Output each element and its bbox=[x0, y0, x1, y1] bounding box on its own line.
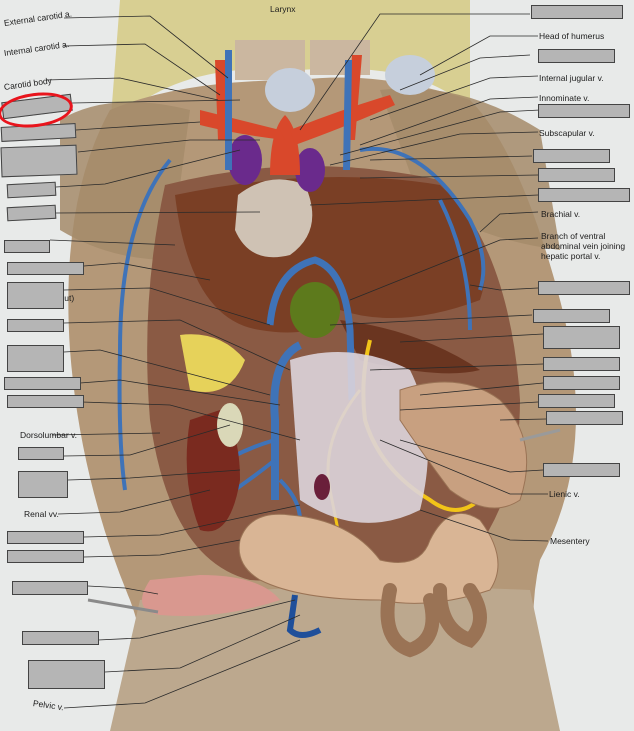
left-box-17[interactable] bbox=[12, 581, 88, 595]
hepatic-portal-vein bbox=[266, 256, 356, 401]
label-lienic: Lienic v. bbox=[549, 489, 580, 499]
left-box-11[interactable] bbox=[4, 377, 81, 390]
pancreas bbox=[180, 334, 245, 392]
left-box-19[interactable] bbox=[28, 660, 105, 689]
small-intestine bbox=[238, 512, 499, 604]
stomach bbox=[399, 381, 528, 509]
left-box-18[interactable] bbox=[22, 631, 99, 645]
left-box-8[interactable] bbox=[7, 282, 64, 309]
left-box-16[interactable] bbox=[7, 550, 84, 563]
humerus-head bbox=[385, 55, 435, 95]
label-partial-cut: cut) bbox=[60, 293, 75, 303]
right-atrium bbox=[295, 148, 325, 192]
label-brachial: Brachial v. bbox=[541, 209, 581, 219]
left-atrium bbox=[228, 135, 262, 185]
left-box-7[interactable] bbox=[7, 262, 84, 275]
label-branch-ventral-abdominal: Branch of ventral abdominal vein joining… bbox=[541, 231, 626, 261]
label-larynx: Larynx bbox=[270, 4, 296, 14]
left-box-15[interactable] bbox=[7, 531, 84, 544]
posterior-vena-cava bbox=[270, 341, 303, 500]
left-box-5[interactable] bbox=[6, 204, 57, 222]
right-box-2[interactable] bbox=[538, 49, 615, 63]
right-box-12[interactable] bbox=[538, 394, 615, 408]
pelvic-vein-illustration bbox=[286, 594, 322, 638]
right-box-9[interactable] bbox=[543, 326, 620, 349]
left-box-12[interactable] bbox=[7, 395, 84, 408]
right-box-14[interactable] bbox=[543, 463, 620, 477]
right-box-7[interactable] bbox=[538, 281, 630, 295]
right-box-6[interactable] bbox=[538, 188, 630, 202]
left-box-9[interactable] bbox=[7, 319, 64, 332]
bladder bbox=[142, 575, 280, 616]
label-innominate: Innominate v. bbox=[539, 93, 590, 103]
gallbladder bbox=[290, 282, 340, 338]
right-box-5[interactable] bbox=[538, 168, 615, 182]
left-box-14[interactable] bbox=[18, 471, 68, 498]
vein-left-trunk bbox=[117, 158, 172, 491]
intestine-loops bbox=[380, 583, 487, 658]
lymph-node bbox=[314, 474, 330, 500]
label-internal-jugular: Internal jugular v. bbox=[539, 73, 604, 83]
left-box-3[interactable] bbox=[0, 144, 78, 178]
right-box-10[interactable] bbox=[543, 357, 620, 371]
leader-lines bbox=[45, 13, 549, 709]
right-box-1[interactable] bbox=[531, 5, 623, 19]
label-subscapular: Subscapular v. bbox=[539, 128, 595, 138]
right-box-13[interactable] bbox=[546, 411, 623, 425]
left-box-4[interactable] bbox=[6, 181, 57, 199]
left-box-10[interactable] bbox=[7, 345, 64, 372]
label-mesentery: Mesentery bbox=[550, 536, 590, 546]
right-box-4[interactable] bbox=[533, 149, 610, 163]
label-head-of-humerus: Head of humerus bbox=[539, 31, 605, 41]
left-box-13[interactable] bbox=[18, 447, 64, 460]
right-box-11[interactable] bbox=[543, 376, 620, 390]
mesentery bbox=[290, 352, 428, 523]
heart bbox=[235, 179, 313, 258]
label-dorsolumbar: Dorsolumbar v. bbox=[20, 430, 77, 440]
right-box-8[interactable] bbox=[533, 309, 610, 323]
left-box-6[interactable] bbox=[4, 240, 50, 253]
right-box-3[interactable] bbox=[538, 104, 630, 118]
larynx bbox=[265, 68, 315, 112]
label-renal: Renal vv. bbox=[24, 509, 59, 519]
